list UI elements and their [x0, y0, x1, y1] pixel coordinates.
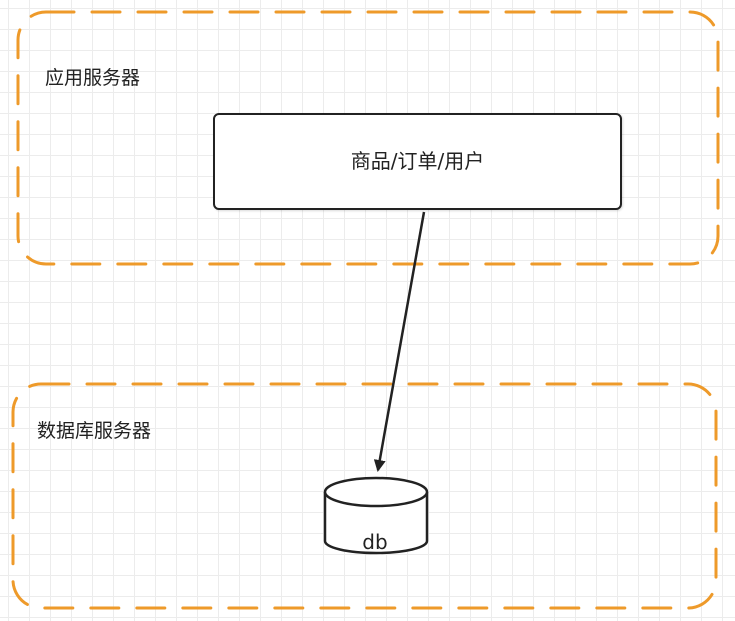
app-server-group-label: 应用服务器 [45, 67, 141, 89]
db-server-group-label: 数据库服务器 [37, 420, 152, 442]
app-server-group-border [16, 10, 720, 266]
database-cylinder-icon[interactable] [323, 476, 429, 555]
database-cylinder-top [323, 476, 429, 508]
database-node-label: db [362, 530, 388, 554]
db-server-group-border [11, 382, 718, 610]
service-to-db-arrow[interactable] [373, 211, 426, 472]
database-cylinder-body [323, 492, 429, 555]
service-node[interactable]: 商品/订单/用户 [213, 113, 622, 210]
service-node-label: 商品/订单/用户 [350, 149, 485, 173]
